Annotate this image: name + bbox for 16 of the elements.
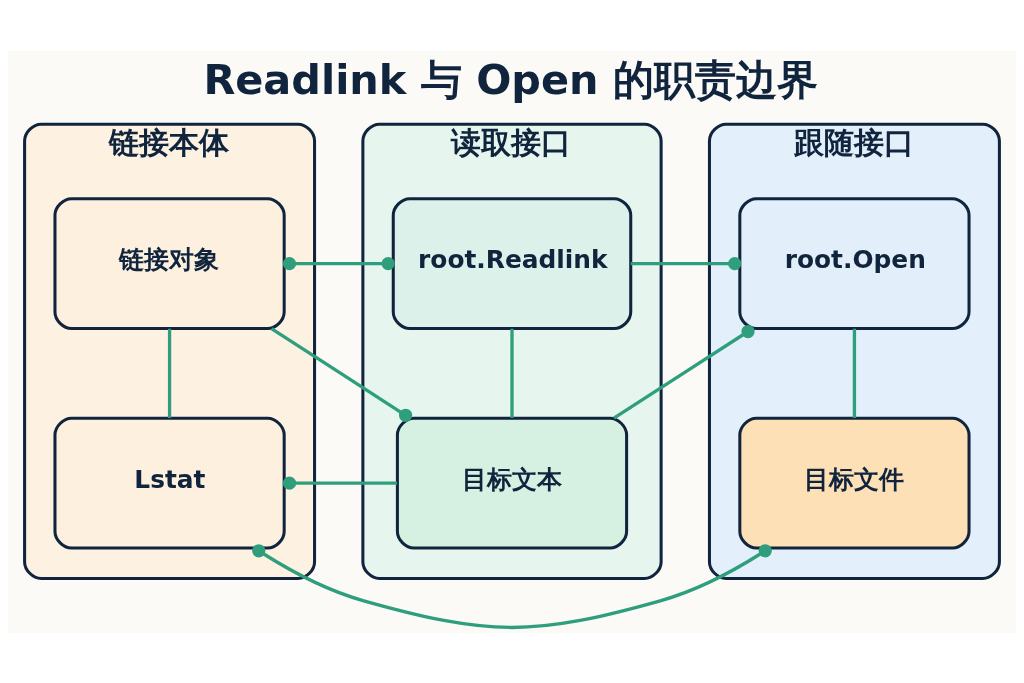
connector [282, 476, 398, 490]
connector [852, 328, 857, 418]
node-box: 目标文本 [395, 416, 629, 550]
node-box: 链接对象 [53, 196, 286, 330]
connector [270, 326, 413, 422]
connector [252, 543, 772, 629]
connector [282, 256, 395, 270]
diagram-title: Readlink 与 Open 的职责边界 [203, 55, 818, 104]
connector [167, 328, 172, 418]
connector [630, 256, 742, 270]
node-box: Lstat [53, 416, 286, 550]
node-box: root.Open [738, 196, 971, 330]
connector [510, 328, 514, 418]
node-box: 目标文件 [738, 416, 971, 550]
node-box: root.Readlink [391, 196, 633, 330]
connector [613, 324, 755, 420]
